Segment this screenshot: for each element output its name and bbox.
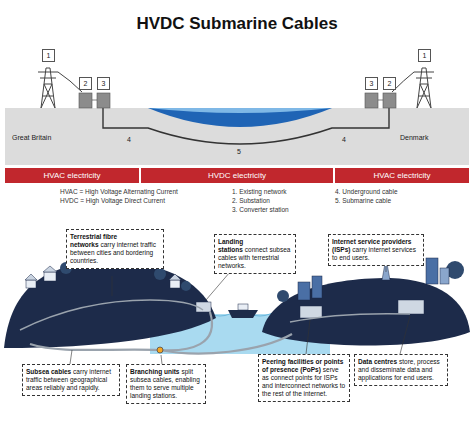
callout-box: Branching unitssplit subsea cables, enab…	[126, 364, 206, 404]
node-heading: HVAC electricity	[373, 171, 430, 180]
branching-unit	[157, 347, 163, 353]
node-heading: Subsea cables	[26, 368, 71, 375]
callout-box: Data centresstore, process and dissemina…	[354, 354, 448, 386]
node-heading: HVDC electricity	[208, 171, 266, 180]
legend-note: 5. Submarine cable	[335, 197, 391, 204]
current-band: HVDC electricity	[141, 168, 333, 183]
current-band: HVAC electricity	[5, 168, 139, 183]
callout-number: 2	[383, 77, 396, 90]
houses	[25, 266, 211, 312]
node-heading: 2	[84, 80, 88, 87]
land	[4, 262, 470, 348]
legend-note: 2. Substation	[232, 197, 270, 204]
legend-note: 3. Converter station	[232, 206, 289, 213]
callout-number: 3	[365, 77, 378, 90]
callout-number: 4	[127, 136, 131, 143]
ship	[228, 304, 258, 318]
current-band: HVAC electricity	[335, 168, 469, 183]
callout-number: 2	[79, 77, 92, 90]
node-heading: 1	[423, 52, 427, 59]
cable	[103, 104, 389, 144]
node-heading: 2	[388, 80, 392, 87]
callout-box: Landing stationsconnect subsea cables wi…	[214, 234, 296, 274]
callout-number: 1	[418, 49, 431, 62]
callout-number: 3	[97, 77, 110, 90]
callout-box: Peering facilities or points of presence…	[258, 354, 350, 402]
legend-note: 4. Underground cable	[335, 188, 398, 195]
callout-number: 5	[237, 148, 241, 155]
country-label: Denmark	[400, 134, 428, 141]
legend-note: 1. Existing network	[232, 188, 287, 195]
fibre-lines	[20, 300, 410, 353]
node-heading: 1	[47, 52, 51, 59]
ground-section	[5, 108, 469, 165]
callout-box: Internet service providers (ISPs)carry i…	[328, 234, 424, 266]
diagram-title: HVDC Submarine Cables	[0, 14, 474, 34]
node-heading: HVAC electricity	[43, 171, 100, 180]
city	[298, 258, 449, 318]
leader-lines	[70, 258, 410, 364]
country-label: Great Britain	[12, 134, 51, 141]
node-heading: Landing stations	[218, 238, 243, 253]
callout-box: Terrestrial fibre networkscarry internet…	[66, 229, 164, 269]
callout-number: 1	[42, 49, 55, 62]
node-heading: 3	[102, 80, 106, 87]
node-heading: Branching units	[130, 368, 179, 375]
node-heading: 3	[370, 80, 374, 87]
callout-number: 4	[342, 136, 346, 143]
node-heading: Data centres	[358, 358, 397, 365]
legend-note: HVDC = High Voltage Direct Current	[60, 197, 165, 204]
stations	[79, 93, 396, 108]
callout-box: Subsea cablescarry internet traffic betw…	[22, 364, 120, 396]
legend-note: HVAC = High Voltage Alternating Current	[60, 188, 178, 195]
pylon	[38, 68, 434, 108]
